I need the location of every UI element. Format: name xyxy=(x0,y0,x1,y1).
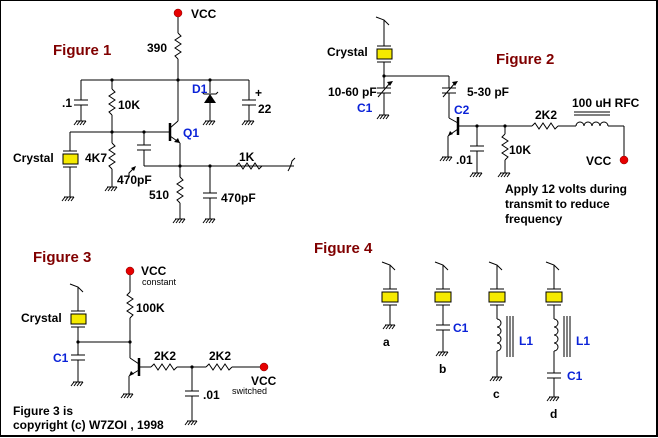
variant-b-c1-label: C1 xyxy=(453,321,469,335)
variant-d-c1-label: C1 xyxy=(567,369,583,383)
copyright-line-1: Figure 3 is xyxy=(13,404,73,418)
copyright-line-2: copyright (c) W7ZOI , 1998 xyxy=(13,418,164,432)
resistor-100k-label: 100K xyxy=(136,301,165,315)
variant-a: a xyxy=(381,261,399,349)
resistor-1k-label: 1K xyxy=(239,150,255,164)
c2-label: C2 xyxy=(454,103,470,117)
crystal-label: Crystal xyxy=(13,151,54,165)
vcc-terminal xyxy=(173,8,183,18)
vcc-label: VCC xyxy=(191,7,217,21)
variant-c-label: c xyxy=(493,387,500,401)
vcc-switched-terminal xyxy=(259,362,269,372)
resistor-2k2-1-label: 2K2 xyxy=(154,349,176,363)
variant-d-label: d xyxy=(550,407,557,421)
figure-4-title: Figure 4 xyxy=(314,240,373,257)
c1-label: C1 xyxy=(357,101,373,115)
figure-2: Figure 2 Crystal 10-60 pF C1 5-30 pF C2 xyxy=(327,16,640,226)
resistor-2k2-label: 2K2 xyxy=(535,108,557,122)
figure-3-title: Figure 3 xyxy=(33,249,91,266)
variant-b-label: b xyxy=(439,362,446,376)
cap-feedback-label: 470pF xyxy=(117,173,152,187)
q1-label: Q1 xyxy=(183,126,199,140)
crystal xyxy=(545,291,563,303)
crystal xyxy=(488,291,506,303)
vcc-label: VCC xyxy=(586,154,612,168)
c1-label: C1 xyxy=(53,351,69,365)
variant-b: C1 b xyxy=(434,261,469,376)
inductor-rfc xyxy=(575,121,609,127)
vcc-constant-label: VCC xyxy=(141,264,167,278)
note-line-2: transmit to reduce xyxy=(505,197,610,211)
c2-value-label: 5-30 pF xyxy=(467,85,509,99)
inductor-l1 xyxy=(496,318,502,352)
cap-bypass-label: .01 xyxy=(203,388,220,402)
resistor-390-label: 390 xyxy=(147,41,167,55)
cap-output-label: 470pF xyxy=(221,191,256,205)
vcc-terminal xyxy=(619,155,629,165)
vcc-constant-terminal xyxy=(125,266,135,276)
note-line-1: Apply 12 volts during xyxy=(505,182,627,196)
resistor-10k-label: 10K xyxy=(509,143,531,157)
variant-c-l1-label: L1 xyxy=(519,334,533,348)
figure-3: Figure 3 VCC constant 100K Crystal C1 2K… xyxy=(13,249,277,432)
figure-1-title: Figure 1 xyxy=(53,42,111,59)
cap-bypass-label: .1 xyxy=(62,96,72,110)
crystal-label: Crystal xyxy=(327,45,368,59)
figure-2-title: Figure 2 xyxy=(496,51,554,68)
cap-bypass-label: .01 xyxy=(456,153,473,167)
cap-22-label: 22 xyxy=(258,102,272,116)
variant-c: L1 c xyxy=(488,261,533,401)
variant-a-label: a xyxy=(383,335,390,349)
variant-d-l1-label: L1 xyxy=(576,334,590,348)
crystal-label: Crystal xyxy=(21,311,62,325)
figure-4: Figure 4 a C1 b xyxy=(314,240,590,421)
figure-1: Figure 1 VCC 390 .1 10K Q1 xyxy=(13,7,296,224)
rfc-label: 100 uH RFC xyxy=(572,96,640,110)
variant-d: L1 C1 d xyxy=(545,261,590,421)
resistor-390 xyxy=(174,32,182,60)
resistor-4k7-label: 4K7 xyxy=(85,151,107,165)
inductor-l1 xyxy=(553,318,559,352)
crystal xyxy=(62,153,79,165)
vcc-switched-label: VCC xyxy=(251,374,277,388)
crystal xyxy=(376,48,393,60)
resistor-2k2-2-label: 2K2 xyxy=(209,349,231,363)
polarity-plus: + xyxy=(255,86,262,100)
vcc-constant-sub: constant xyxy=(142,277,177,287)
crystal xyxy=(381,291,399,303)
note-line-3: frequency xyxy=(505,212,563,226)
crystal xyxy=(70,313,87,325)
resistor-10k-label: 10K xyxy=(118,98,140,112)
vcc-switched-sub: switched xyxy=(232,386,267,396)
c1-value-label: 10-60 pF xyxy=(328,85,377,99)
resistor-510-label: 510 xyxy=(149,188,169,202)
d1-label: D1 xyxy=(192,82,208,96)
crystal xyxy=(434,291,452,303)
